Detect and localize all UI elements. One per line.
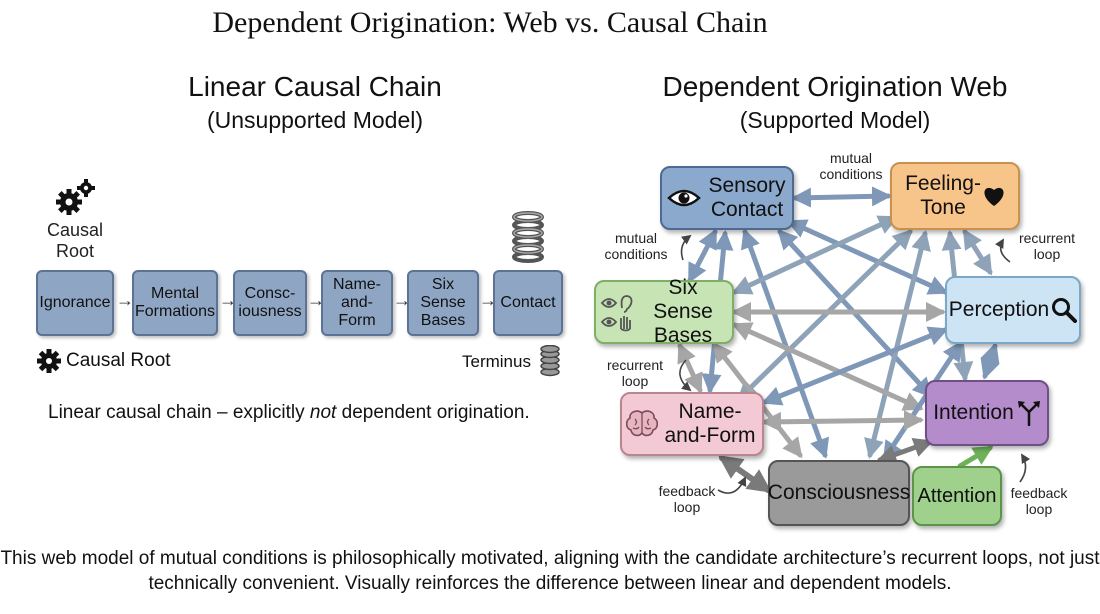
footer-text: This web model of mutual conditions is p… — [0, 548, 1100, 594]
linear-chain-subtitle: (Unsupported Model) — [206, 107, 424, 133]
caption-text: Linear causal chain – explicitly — [48, 402, 310, 423]
gears-icon — [56, 179, 95, 215]
edge-feeling-perception — [962, 228, 993, 276]
chain-box-name-and-form: Name-and-Form — [321, 270, 393, 336]
node-feeling-tone: Feeling-Tone — [890, 162, 1020, 230]
node-label: Name-and-Form — [664, 400, 756, 447]
node-intention: Intention — [925, 380, 1049, 446]
edge-sixsense-name — [677, 342, 703, 394]
mutual-conditions-top-label: mutual conditions — [819, 150, 883, 182]
node-label: Sensory Contact — [708, 174, 786, 221]
eye-icon — [600, 298, 618, 308]
node-six-sense-bases: Six Sense Bases — [594, 276, 734, 347]
chain-arrow: → — [479, 290, 497, 310]
chain-arrow: → — [116, 290, 134, 310]
edge-perception-intention — [980, 342, 1000, 380]
edge-sensory-sixsense — [687, 228, 718, 284]
heart-icon — [984, 187, 1004, 206]
node-label: Six Sense Bases — [653, 276, 713, 347]
eye-icon — [600, 317, 618, 327]
gear-icon — [37, 349, 61, 373]
node-label: Perception — [948, 298, 1050, 321]
chain-arrow: → — [219, 290, 237, 310]
page-title: Dependent Origination: Web vs. Causal Ch… — [212, 6, 768, 39]
terminus-label: Terminus — [462, 352, 531, 371]
chain-arrow: → — [307, 290, 325, 310]
loop-arrow-feedback-right — [1019, 453, 1031, 483]
stacked-coins-icon — [540, 345, 560, 377]
branching-arrow-icon — [1017, 401, 1040, 426]
node-attention: Attention — [912, 466, 1002, 526]
coil-spring-icon — [512, 211, 544, 263]
loop-arrow-recurrent-left — [679, 359, 692, 392]
web-subtitle: (Supported Model) — [739, 107, 931, 133]
linear-chain-title: Linear Causal Chain — [188, 71, 442, 102]
node-label: Feeling-Tone — [905, 172, 981, 219]
node-name-and-form: Name-and-Form — [620, 392, 764, 456]
feedback-loop-right-label: feedback loop — [1010, 485, 1068, 517]
eye-icon — [667, 189, 701, 207]
loop-arrow-mutual-left — [680, 234, 692, 261]
edge-intention-consciousness — [876, 438, 934, 464]
hand-icon — [620, 316, 631, 332]
recurrent-loop-right-label: recurrent loop — [1018, 230, 1076, 262]
ear-icon — [620, 295, 633, 313]
chain-box-mental-formations: Mental Formations — [132, 270, 218, 336]
edge-name-consciousness — [718, 455, 772, 493]
sense-organs-icon — [600, 295, 633, 332]
edge-feeling-name — [737, 229, 913, 401]
mutual-conditions-left-label: mutual conditions — [604, 230, 668, 262]
node-sensory-contact: Sensory Contact — [660, 166, 794, 230]
node-perception: Perception — [945, 276, 1081, 344]
edge-attention-intention — [957, 445, 994, 469]
chain-box-consciousness: Consc-iousness — [233, 270, 307, 336]
chain-box-six-sense-bases: Six Sense Bases — [407, 270, 479, 336]
loop-arrow-recurrent-right — [994, 238, 1011, 263]
magnifier-icon — [1052, 298, 1078, 323]
node-consciousness: Consciousness — [768, 460, 910, 526]
feedback-loop-left-label: feedback loop — [658, 483, 716, 515]
brain-icon — [626, 410, 658, 437]
node-label: Intention — [933, 401, 1014, 424]
caption-text-end: dependent origination. — [336, 402, 530, 423]
chain-box-ignorance: Ignorance — [36, 270, 114, 336]
caption-emphasis: not — [309, 402, 337, 423]
loop-arrow-feedback-left — [717, 476, 747, 494]
chain-arrow: → — [393, 290, 411, 310]
causal-root-top-label: Causal Root — [46, 220, 104, 261]
chain-box-contact: Contact — [493, 270, 563, 336]
web-title: Dependent Origination Web — [662, 71, 1008, 102]
edge-name-intention — [761, 410, 924, 432]
edge-sensory-feeling — [791, 186, 892, 208]
linear-chain-caption: Linear causal chain – explicitly not dep… — [48, 402, 530, 424]
causal-root-bottom-label: Causal Root — [66, 350, 171, 371]
recurrent-loop-left-label: recurrent loop — [606, 357, 664, 389]
